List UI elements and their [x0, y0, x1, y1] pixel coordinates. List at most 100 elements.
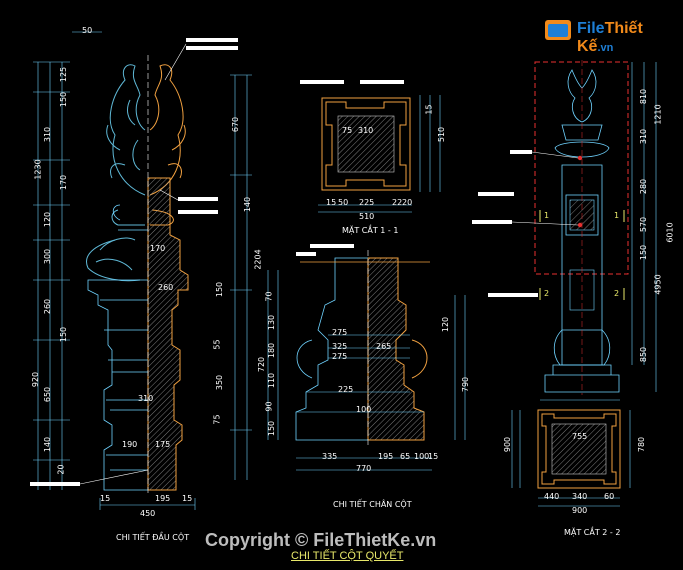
section-1-1-title: MẶT CẮT 1 - 1 [342, 226, 399, 235]
dim-label: 15 [424, 104, 434, 115]
base-section-hatch [367, 257, 425, 441]
dim-label: 340 [572, 492, 588, 501]
copyright-watermark: Copyright © FileThietKe.vn [205, 530, 437, 550]
dim-label: 75 [342, 126, 353, 135]
dim-label: 1230 [33, 159, 43, 180]
dim-label: 190 [122, 440, 138, 449]
dim-label: 120 [441, 316, 451, 333]
section-1-1-view [300, 80, 441, 213]
dim-label: 150 [59, 326, 69, 343]
dim-label: 130 [267, 314, 277, 331]
capital-detail-view [30, 31, 252, 510]
column-elevation-view [472, 60, 657, 401]
dim-label: 310 [43, 126, 53, 143]
dim-label: 90 [264, 401, 274, 412]
section-2-2-title: MẶT CẮT 2 - 2 [564, 528, 621, 537]
dim-label: 1210 [653, 104, 663, 125]
dim-label: 300 [43, 248, 53, 265]
dim-label: 280 [639, 178, 649, 195]
dim-label: 110 [267, 372, 277, 389]
dim-label: 310 [639, 128, 649, 145]
section-1-1-profile [325, 101, 407, 187]
dim-label: 570 [639, 216, 649, 233]
dim-label: 120 [43, 211, 53, 228]
brand-name: FileThiết Kế.vn [577, 20, 643, 55]
base-view-title: CHI TIẾT CHÂN CỘT [333, 500, 412, 509]
section-2-2-view [511, 409, 631, 507]
dim-label: 850 [639, 346, 649, 363]
section-1-1-core [337, 115, 395, 173]
dim-label: 20 [402, 198, 413, 207]
dim-label: 140 [43, 436, 53, 453]
dim-label: 310 [138, 394, 154, 403]
dim-label: 170 [59, 174, 69, 191]
dim-label: 75 [212, 414, 222, 425]
dim-label: 150 [215, 281, 225, 298]
dim-label: 260 [43, 298, 53, 315]
dragon-ornament-left [86, 64, 146, 282]
dim-label: 920 [31, 371, 41, 388]
dim-label: 650 [43, 386, 53, 403]
dim-label: 195 [378, 452, 394, 461]
dim-label: 60 [604, 492, 615, 501]
base-elevation-outline [295, 257, 368, 441]
dim-label: 810 [639, 88, 649, 105]
dim-label: 170 [150, 244, 166, 253]
dim-label: 2204 [253, 249, 263, 270]
dim-label: 900 [503, 436, 513, 453]
dim-label: 510 [359, 212, 375, 221]
dim-label: 125 [59, 66, 69, 83]
dim-label: 325 [332, 342, 348, 351]
base-detail-view [267, 244, 466, 471]
dim-label: 310 [358, 126, 374, 135]
dim-label: 275 [332, 352, 348, 361]
dim-label: 225 [359, 198, 375, 207]
dim-label: 510 [437, 126, 447, 143]
section-marker: 2 [544, 289, 550, 298]
dim-label: 22 [392, 198, 403, 207]
dim-label: 260 [158, 283, 174, 292]
drawing-title: CHI TIẾT CỘT QUYẾT [291, 550, 404, 562]
dim-label: 6010 [665, 222, 675, 243]
dim-label: 720 [257, 356, 267, 373]
dim-label: 755 [572, 432, 588, 441]
dim-label: 770 [356, 464, 372, 473]
dim-label: 275 [332, 328, 348, 337]
dim-label: 100 [356, 405, 372, 414]
dim-label: 15 [428, 452, 439, 461]
capital-section-hatch [147, 177, 189, 491]
dim-label: 790 [461, 376, 471, 393]
dim-label: 65 [400, 452, 411, 461]
dim-label: 195 [155, 494, 171, 503]
dim-label: 150 [59, 91, 69, 108]
dim-label: 4950 [653, 274, 663, 295]
dim-label: 70 [264, 291, 274, 302]
dim-label: 440 [544, 492, 560, 501]
capital-elevation-outline [87, 204, 148, 491]
dim-label: 20 [56, 464, 66, 475]
dim-label: 15 [182, 494, 193, 503]
section-marker: 2 [614, 289, 620, 298]
dim-label: 175 [155, 440, 171, 449]
dim-label: 335 [322, 452, 338, 461]
capital-callouts [30, 38, 238, 486]
capital-dimension-lines [33, 31, 252, 510]
dim-label: 900 [572, 506, 588, 515]
dim-label: 780 [637, 436, 647, 453]
capital-view-title: CHI TIẾT ĐẦU CỘT [116, 533, 190, 542]
dim-label: 670 [231, 116, 241, 133]
dim-label: 225 [338, 385, 354, 394]
dim-label: 450 [140, 509, 156, 518]
section-2-2-core [551, 423, 607, 475]
dim-label: 15 [100, 494, 111, 503]
section-marker: 1 [544, 211, 550, 220]
dim-label: 265 [376, 342, 392, 351]
dim-label: 55 [212, 339, 222, 350]
dim-label: 50 [338, 198, 349, 207]
brand-logo[interactable]: FileThiết Kế.vn [543, 14, 679, 55]
section-marker: 1 [614, 211, 620, 220]
dim-label: 350 [215, 374, 225, 391]
folder-icon [545, 20, 571, 40]
dim-label: 50 [82, 26, 93, 35]
